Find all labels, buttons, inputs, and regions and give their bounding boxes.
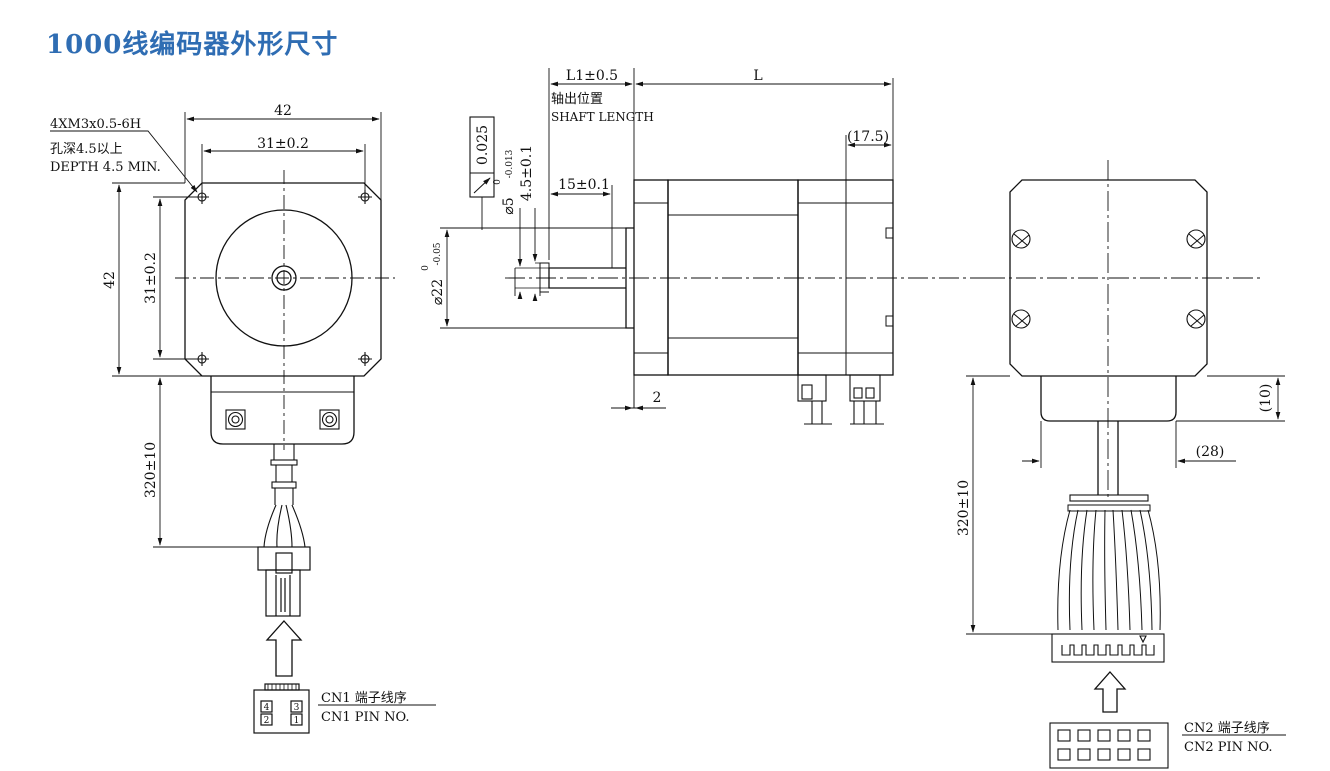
dim-flat-length: 15±0.1 xyxy=(558,177,610,193)
side-pilot xyxy=(625,227,634,329)
dim-cable-length-rear: 320±10 xyxy=(956,480,972,536)
dim-height-42: 42 xyxy=(102,271,118,289)
side-motor-body xyxy=(667,179,799,376)
rear-connector xyxy=(1051,633,1165,663)
rear-centerline xyxy=(985,160,1260,500)
front-encoder-screws xyxy=(225,409,340,430)
cn1-pin-1: 1 xyxy=(294,716,300,726)
front-mounting-holes xyxy=(195,190,372,366)
front-flange-outline xyxy=(184,182,382,377)
cn2-pin-diagram xyxy=(1049,722,1286,769)
thread-note-3: DEPTH 4.5 MIN. xyxy=(50,160,161,175)
dim-width-28: (28) xyxy=(1196,444,1225,460)
front-encoder-housing xyxy=(210,376,355,445)
shaft-tol-bottom: -0.013 xyxy=(505,149,515,178)
dim-encoder-length: (17.5) xyxy=(847,129,889,145)
dim-hole-spacing-h: 31±0.2 xyxy=(257,136,309,152)
dim-height-10: (10) xyxy=(1258,384,1274,413)
shaft-tol-top: 0 xyxy=(493,179,503,185)
dim-flat: 4.5±0.1 xyxy=(519,145,535,201)
cn2-label-en: CN2 PIN NO. xyxy=(1184,740,1273,755)
page-title: 1000线编码器外形尺寸 xyxy=(46,30,339,60)
dim-hole-spacing-v: 31±0.2 xyxy=(143,252,159,304)
rear-view-labels: (10) (28) 320±10 CN2 端子线序 CN2 PIN NO. xyxy=(956,384,1274,755)
shaft-label-cn: 轴出位置 xyxy=(551,92,603,107)
front-view xyxy=(50,112,436,734)
cn1-label-cn: CN1 端子线序 xyxy=(321,691,407,706)
cn1-pin-3: 3 xyxy=(294,703,300,713)
runout-value: 0.025 xyxy=(475,125,491,165)
rear-screws xyxy=(1011,229,1206,329)
cn1-label-en: CN1 PIN NO. xyxy=(321,710,410,725)
shaft-label-en: SHAFT LENGTH xyxy=(551,110,654,124)
cn1-pin-2: 2 xyxy=(264,716,270,726)
dim-l1: L1±0.5 xyxy=(566,68,618,84)
side-view xyxy=(440,68,985,425)
rear-cable xyxy=(1097,421,1119,495)
dim-flange-thickness: 2 xyxy=(653,390,662,406)
front-connector xyxy=(257,546,311,617)
cn1-pin-diagram xyxy=(253,683,436,734)
dim-width-42: 42 xyxy=(274,103,292,119)
dim-shaft-dia: ⌀5 xyxy=(501,197,517,214)
rear-wire-bundle xyxy=(1057,509,1161,631)
pilot-tol-top: 0 xyxy=(421,265,431,271)
thread-note-2: 孔深4.5以上 xyxy=(50,142,123,157)
rear-housing-outline xyxy=(1009,179,1208,377)
rear-encoder-box xyxy=(1040,376,1177,422)
front-up-arrow xyxy=(265,620,303,677)
front-centerline xyxy=(175,170,395,450)
dim-cable-length-front: 320±10 xyxy=(143,442,159,498)
side-view-labels: L1±0.5 轴出位置 SHAFT LENGTH L (17.5) 0.025 … xyxy=(421,68,889,406)
rear-view xyxy=(966,160,1286,769)
cn1-pin-4: 4 xyxy=(264,703,270,713)
dim-l: L xyxy=(753,68,762,84)
cn2-label-cn: CN2 端子线序 xyxy=(1184,721,1270,736)
thread-note-1: 4XM3x0.5-6H xyxy=(50,117,141,132)
front-cable xyxy=(263,444,306,548)
side-connectors xyxy=(797,374,884,425)
front-view-labels: 4XM3x0.5-6H 孔深4.5以上 DEPTH 4.5 MIN. 42 31… xyxy=(50,103,410,726)
side-flange xyxy=(633,179,669,376)
dim-pilot-dia: ⌀22 xyxy=(430,279,446,305)
rear-up-arrow xyxy=(1093,671,1127,713)
pilot-tol-bottom: -0.05 xyxy=(433,242,443,265)
